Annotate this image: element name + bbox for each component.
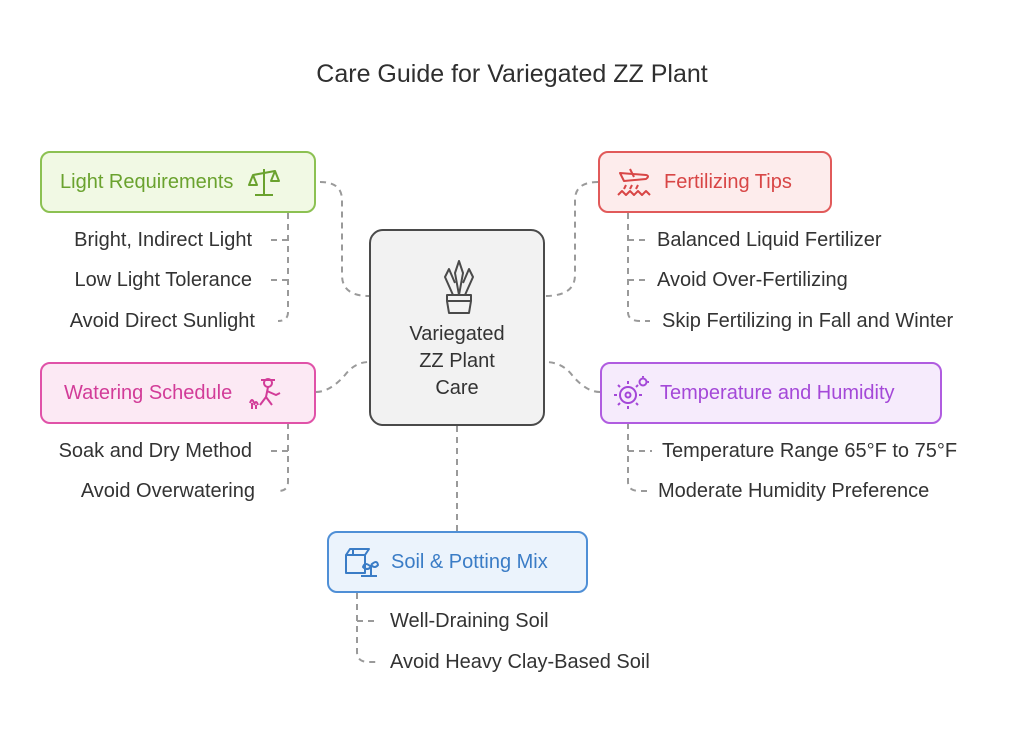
link-fertilizing	[544, 181, 599, 297]
link-watering-items	[277, 423, 289, 492]
watering-schedule-label: Watering Schedule	[64, 381, 233, 404]
center-label-line-3: Care	[435, 377, 479, 399]
temperature-humidity-node: Temperature and Humidity	[600, 362, 942, 424]
center-label: Variegated ZZ Plant Care	[371, 321, 543, 402]
center-node: Variegated ZZ Plant Care	[369, 229, 545, 426]
light-item-2: Low Light Tolerance	[74, 269, 252, 291]
link-temperature-items	[627, 423, 650, 492]
fertilizing-tips-label: Fertilizing Tips	[664, 170, 792, 193]
gardener-watering-icon	[246, 375, 282, 411]
fertilizing-tips-node: Fertilizing Tips	[598, 151, 832, 213]
fertilizing-item-3: Skip Fertilizing in Fall and Winter	[662, 310, 954, 332]
temperature-item-1: Temperature Range 65°F to 75°F	[662, 440, 958, 462]
fertilizing-item-1: Balanced Liquid Fertilizer	[657, 229, 882, 251]
watering-schedule-node: Watering Schedule	[40, 362, 316, 424]
soil-potting-label: Soil & Potting Mix	[391, 550, 548, 573]
link-fertilizing-items	[627, 213, 650, 322]
seedling-box-icon	[343, 545, 379, 579]
center-label-line-2: ZZ Plant	[419, 350, 495, 372]
crop-duster-plane-icon	[616, 165, 652, 199]
watering-item-2: Avoid Overwatering	[80, 480, 255, 502]
link-light-items	[277, 213, 289, 322]
soil-item-1: Well-Draining Soil	[390, 610, 549, 632]
soil-potting-node: Soil & Potting Mix	[327, 531, 588, 593]
fertilizing-item-2: Avoid Over-Fertilizing	[657, 269, 848, 291]
watering-item-1: Soak and Dry Method	[58, 440, 252, 462]
light-item-3: Avoid Direct Sunlight	[69, 310, 255, 332]
link-temperature	[544, 361, 601, 393]
temperature-item-2: Moderate Humidity Preference	[658, 480, 930, 502]
light-requirements-node: Light Requirements	[40, 151, 316, 213]
link-watering	[315, 361, 370, 393]
link-light	[319, 181, 370, 297]
light-item-1: Bright, Indirect Light	[74, 229, 252, 251]
diagram-title: Care Guide for Variegated ZZ Plant	[316, 60, 708, 88]
center-label-line-1: Variegated	[409, 323, 505, 345]
potted-plant-icon	[441, 259, 477, 320]
virus-gear-icon	[614, 375, 650, 411]
temperature-humidity-label: Temperature and Humidity	[660, 381, 895, 404]
link-soil-items	[356, 593, 380, 663]
light-requirements-label: Light Requirements	[60, 170, 234, 193]
scale-balance-icon	[247, 165, 281, 199]
soil-item-2: Avoid Heavy Clay-Based Soil	[390, 651, 650, 673]
